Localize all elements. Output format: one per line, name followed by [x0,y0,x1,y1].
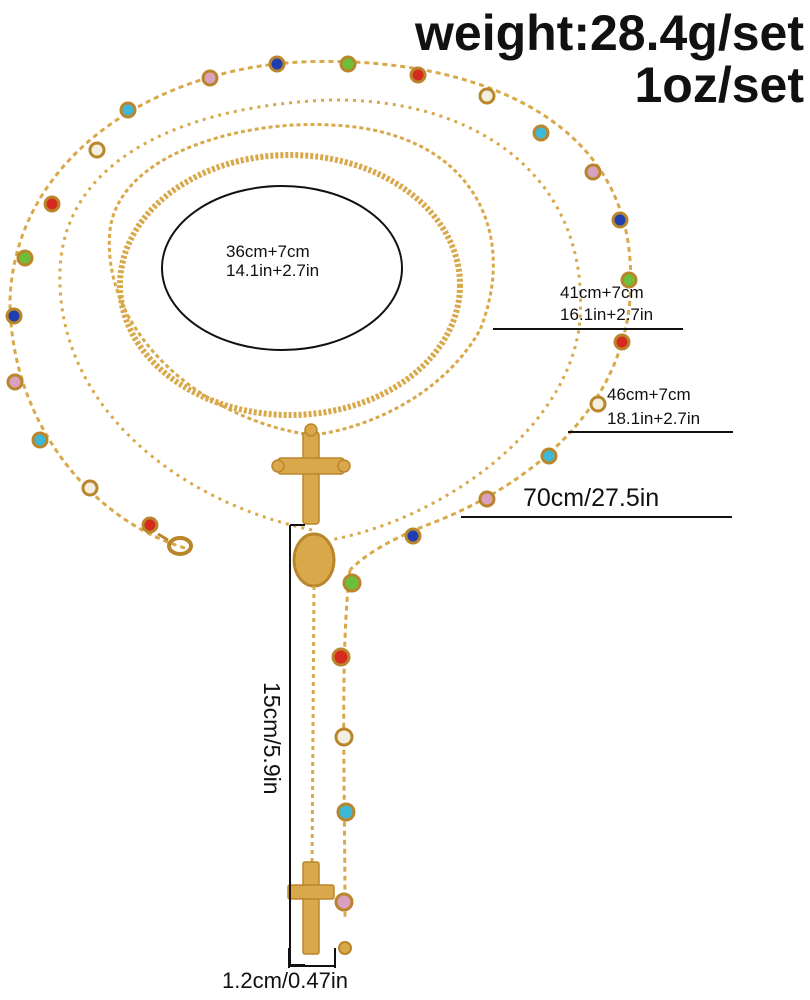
necklace-2-cm-label: 41cm+7cm [560,283,644,302]
chain-crucifix [107,122,495,437]
chain-gemstone-outer [8,59,633,572]
weight-grams-label: weight:28.4g/set [415,5,804,61]
necklace-2-in-label: 16.1in+2.7in [560,305,654,324]
lobster-clasp-icon [157,532,193,556]
necklace-1-cm-label: 36cm+7cm [226,242,310,261]
drop-chain-cross [310,585,316,871]
necklace-3-in-label: 18.1in+2.7in [607,409,701,428]
weight-ounces-label: 1oz/set [634,57,804,113]
dimension-lines [288,328,733,968]
chain-rosary-beads [58,98,583,542]
drop-gemstones [331,573,362,955]
necklace-1-in-label: 14.1in+2.7in [226,261,320,280]
gemstones [5,55,638,545]
necklace-3-cm-label: 46cm+7cm [607,385,691,404]
cross-width-label: 1.2cm/0.47in [222,968,348,993]
cross-pendant-icon [287,861,335,955]
drop-length-label: 15cm/5.9in [259,682,285,795]
choker-ring-outline [161,185,403,351]
necklace-4-length-label: 70cm/27.5in [523,484,660,512]
medal-icon [292,532,336,588]
chain-inner-curb [117,152,463,418]
crucifix-icon [271,423,351,525]
